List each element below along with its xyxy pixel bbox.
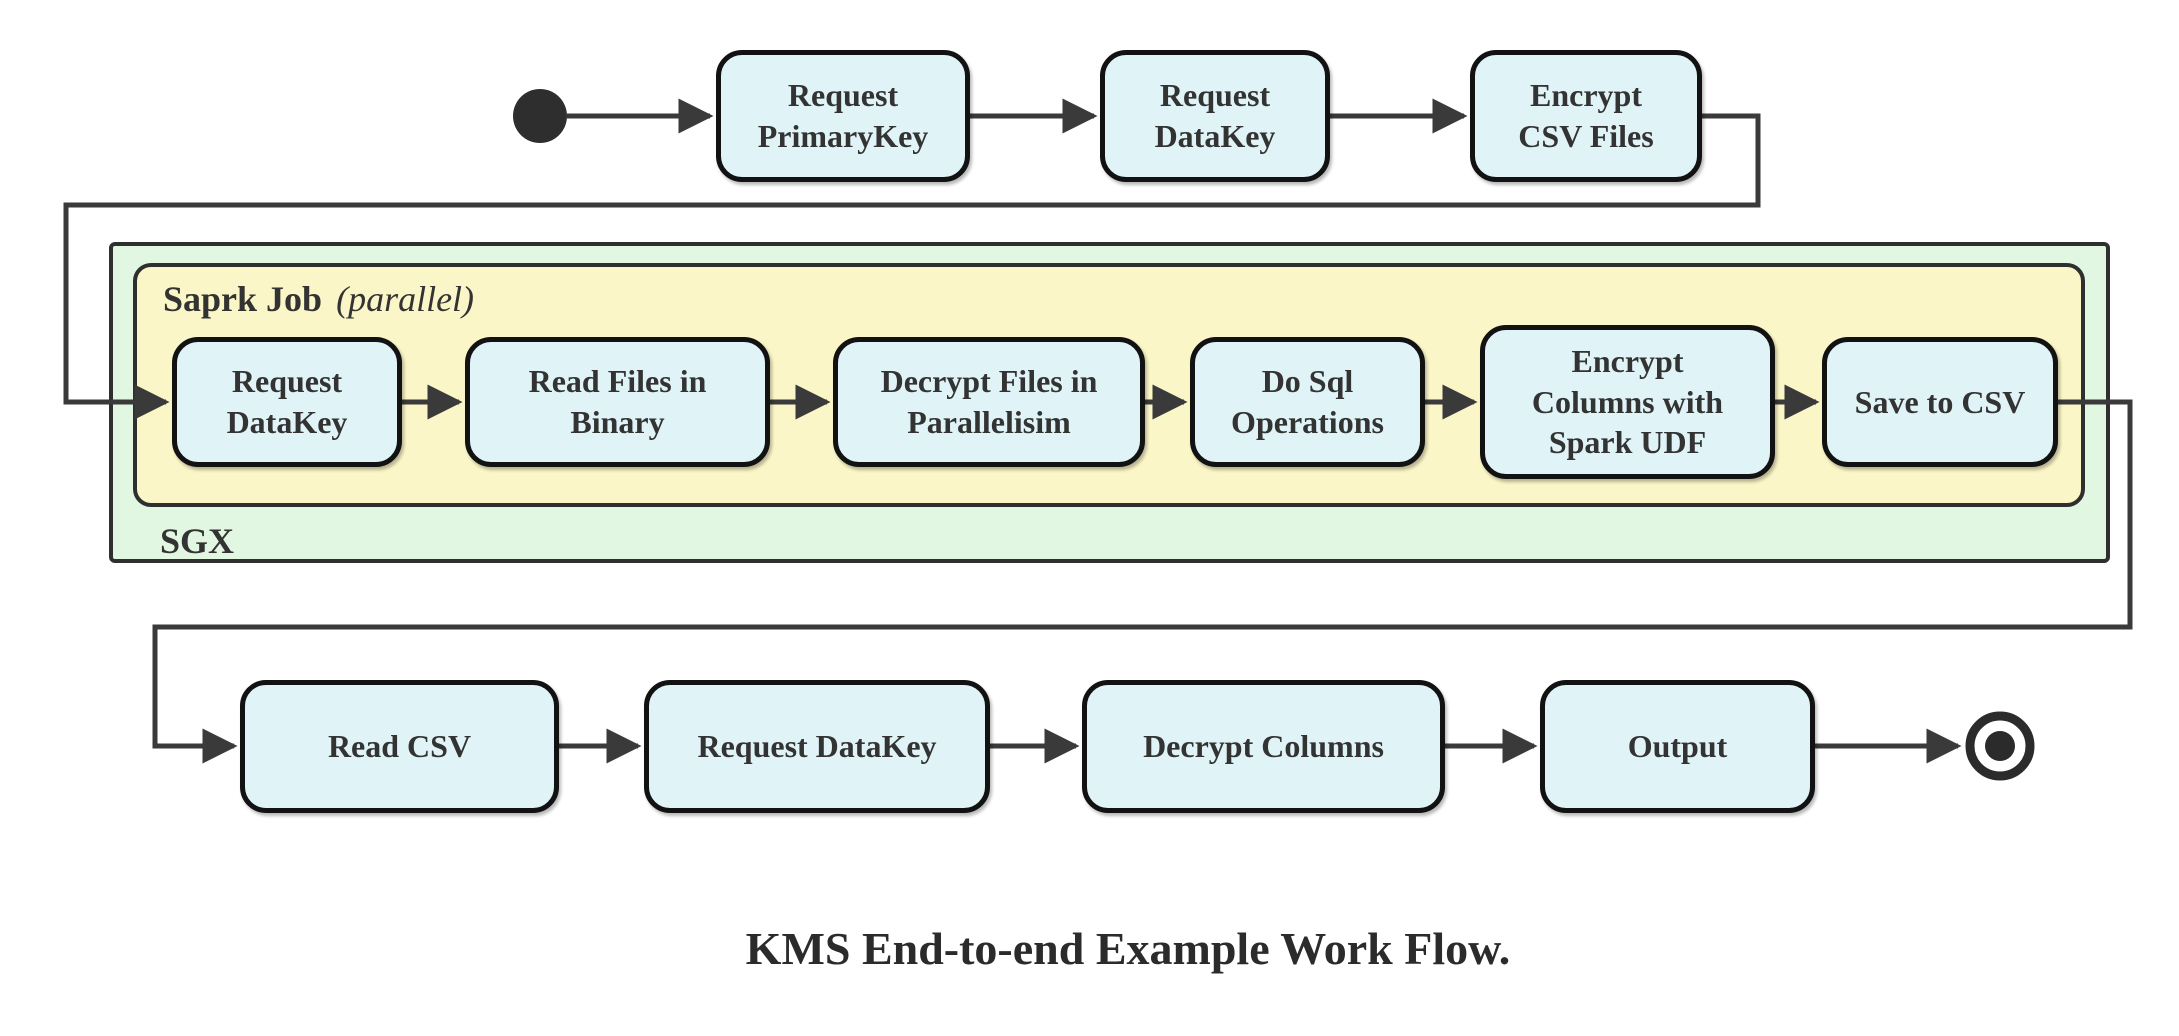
node-encrypt-csv-files: Encrypt CSV Files <box>1470 50 1702 182</box>
node-request-datakey-top: Request DataKey <box>1100 50 1330 182</box>
node-request-primarykey: Request PrimaryKey <box>716 50 970 182</box>
node-output: Output <box>1540 680 1815 813</box>
node-label: Read CSV <box>327 728 472 765</box>
sgx-container-label: SGX <box>160 520 234 562</box>
sgx-title: SGX <box>160 521 235 561</box>
node-read-files-in-binary: Read Files in Binary <box>465 337 770 467</box>
node-do-sql-operations: Do Sql Operations <box>1190 337 1425 467</box>
edge-encrypt-csv-files-to-sgx-request-datakey <box>63 113 1761 420</box>
edge-save-to-csv-to-read-csv <box>152 399 2133 764</box>
node-save-to-csv: Save to CSV <box>1822 337 2058 467</box>
node-encrypt-columns-with-spark-udf: Encrypt Columns with Spark UDF <box>1480 325 1775 479</box>
node-decrypt-files-in-parallelisim: Decrypt Files in Parallelisim <box>833 337 1145 467</box>
final-state-inner-dot-icon <box>1985 731 2015 761</box>
diagram-caption: KMS End-to-end Example Work Flow. <box>745 923 1511 974</box>
node-label: Encrypt CSV Files <box>1518 77 1654 154</box>
node-label: Request PrimaryKey <box>757 77 929 154</box>
node-label: Output <box>1627 728 1728 765</box>
node-label: Decrypt Files in Parallelisim <box>880 363 1098 440</box>
node-read-csv: Read CSV <box>240 680 559 813</box>
node-decrypt-columns: Decrypt Columns <box>1082 680 1445 813</box>
node-request-datakey-bottom: Request DataKey <box>644 680 990 813</box>
spark-job-parallel-note: (parallel) <box>336 279 475 319</box>
initial-state-icon <box>513 89 567 143</box>
node-label: Request DataKey <box>226 363 348 440</box>
node-label: Decrypt Columns <box>1143 728 1384 765</box>
spark-job-title: Saprk Job <box>163 279 323 319</box>
node-label: Request DataKey <box>697 728 937 765</box>
node-label: Read Files in Binary <box>528 363 707 440</box>
node-request-datakey-sgx: Request DataKey <box>172 337 402 467</box>
node-label: Do Sql Operations <box>1231 363 1384 440</box>
node-label: Save to CSV <box>1854 383 2026 420</box>
node-label: Encrypt Columns with Spark UDF <box>1531 342 1724 461</box>
spark-job-container-label: Saprk Job (parallel) <box>163 278 474 320</box>
node-label: Request DataKey <box>1154 77 1276 154</box>
